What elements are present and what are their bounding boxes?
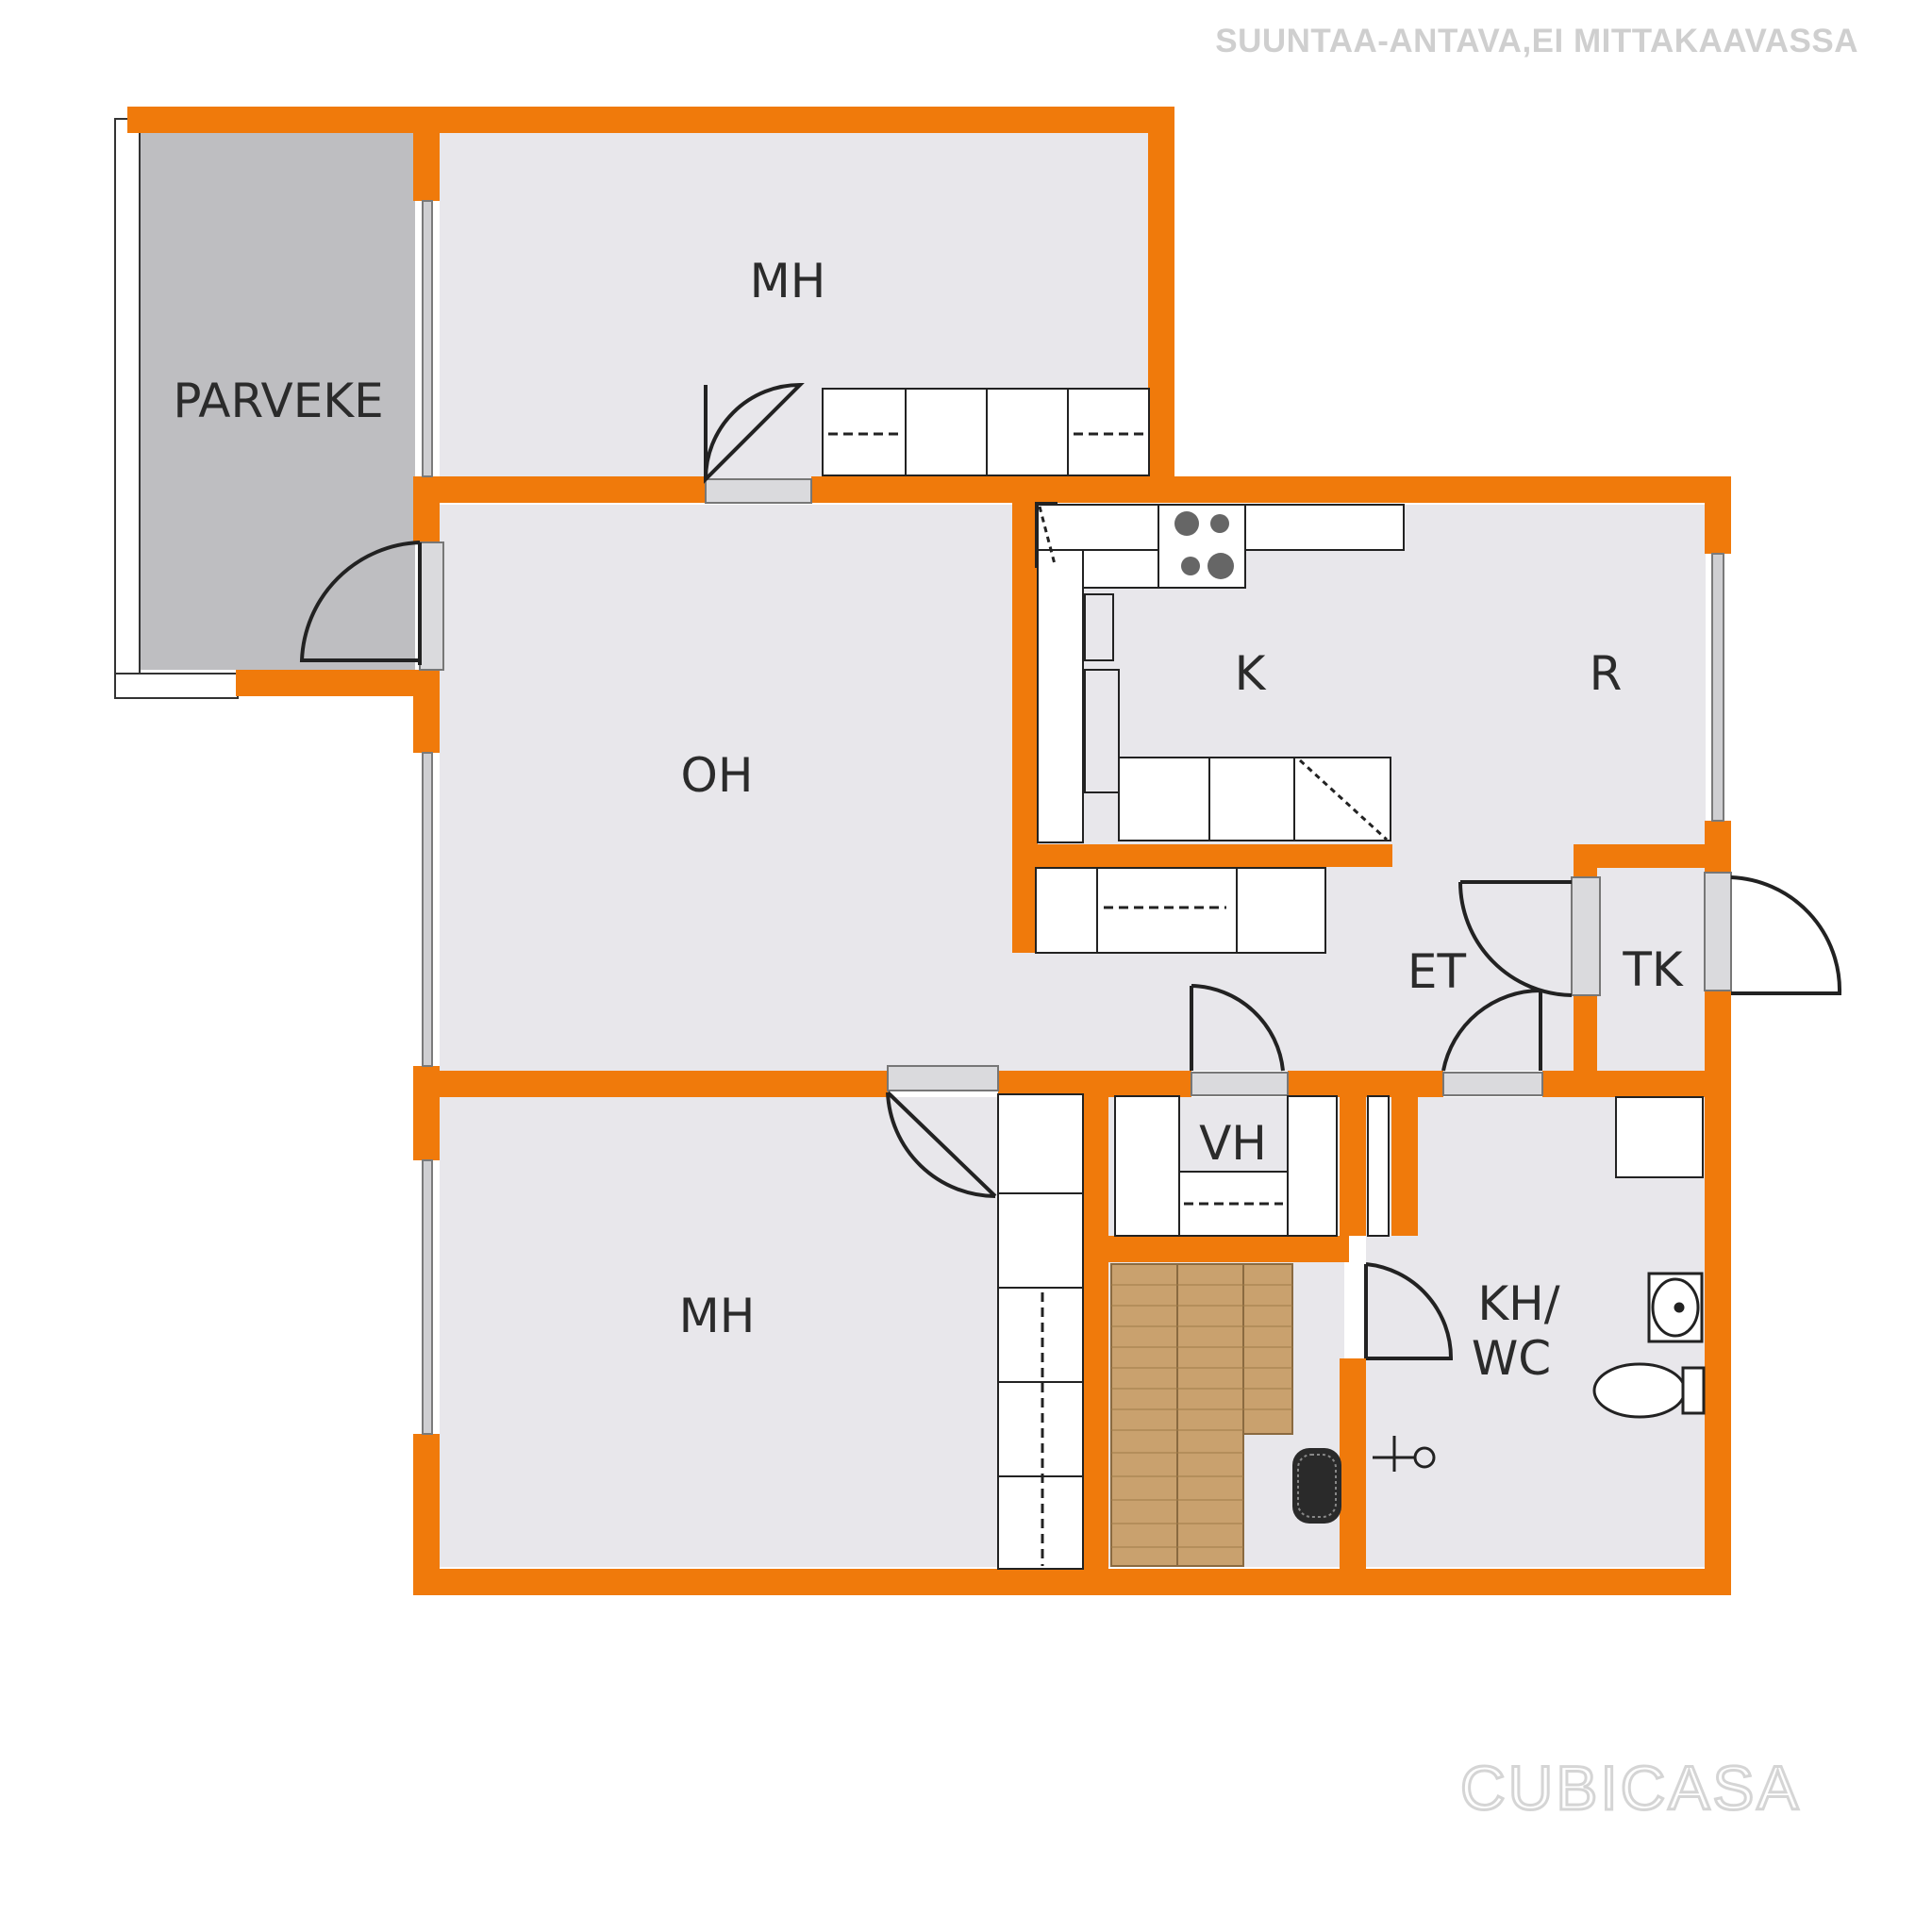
wall — [1391, 1085, 1418, 1236]
door-mh-bottom — [886, 1091, 997, 1198]
cabinet-dashes — [828, 432, 1283, 1566]
windows — [422, 200, 1724, 1435]
room-label-tk: TK — [1623, 942, 1683, 997]
kitchen-counters — [1037, 504, 1405, 843]
wall — [1705, 476, 1731, 554]
floor-balcony — [140, 132, 415, 670]
room-label-oh: OH — [680, 748, 754, 803]
wall — [413, 1569, 1731, 1595]
bathroom-fixtures — [1373, 1272, 1706, 1472]
counter-diagonals — [1038, 506, 1389, 841]
wall — [413, 107, 440, 201]
room-label-mh-bottom: MH — [678, 1289, 756, 1343]
room-label-parveke: PARVEKE — [173, 374, 384, 428]
stove — [1174, 511, 1234, 579]
door-kh-inner — [1364, 1262, 1454, 1360]
floor-tk — [1594, 868, 1706, 1071]
wall — [1340, 1358, 1366, 1575]
window — [1711, 553, 1724, 822]
room-label-k: K — [1234, 646, 1266, 701]
wall — [413, 476, 706, 503]
sauna-benches — [1110, 1263, 1293, 1567]
window — [422, 752, 433, 1067]
bench-slats — [1111, 1284, 1292, 1548]
wall — [1574, 844, 1731, 868]
door-kh — [1441, 989, 1542, 1072]
wall — [413, 1071, 888, 1097]
wall — [1012, 495, 1038, 953]
floor-oh — [440, 505, 1017, 1071]
sauna-stove — [1292, 1448, 1341, 1524]
wall — [811, 476, 1726, 503]
wall — [1083, 1071, 1108, 1590]
walls — [127, 107, 1731, 1595]
room-label-r: R — [1589, 646, 1623, 701]
wall — [1148, 107, 1174, 479]
window — [422, 200, 433, 477]
wall — [127, 107, 1174, 133]
wall — [413, 1434, 440, 1595]
door-mh-top — [703, 382, 805, 484]
wall — [1036, 844, 1392, 867]
wall — [1108, 1236, 1349, 1262]
room-label-wc: WC — [1471, 1331, 1552, 1386]
wall — [236, 670, 440, 696]
room-label-mh-top: MH — [749, 254, 826, 308]
window — [422, 1159, 433, 1435]
floor-mh-bottom — [440, 1097, 1083, 1567]
door-et — [1458, 880, 1573, 997]
door-tk — [1730, 875, 1842, 995]
scale-disclaimer: SUUNTAA-ANTAVA,EI MITTAKAAVASSA — [1215, 23, 1858, 59]
room-label-et: ET — [1407, 944, 1467, 999]
wall — [1340, 1085, 1366, 1236]
room-label-vh: VH — [1199, 1116, 1267, 1171]
door-frames — [419, 478, 1732, 1096]
wall — [1542, 1071, 1731, 1097]
room-label-kh: KH/ — [1477, 1276, 1560, 1331]
door-vh — [1190, 984, 1285, 1072]
sink — [1084, 593, 1120, 793]
door-swings — [299, 382, 1842, 1360]
door-balcony — [299, 541, 422, 665]
